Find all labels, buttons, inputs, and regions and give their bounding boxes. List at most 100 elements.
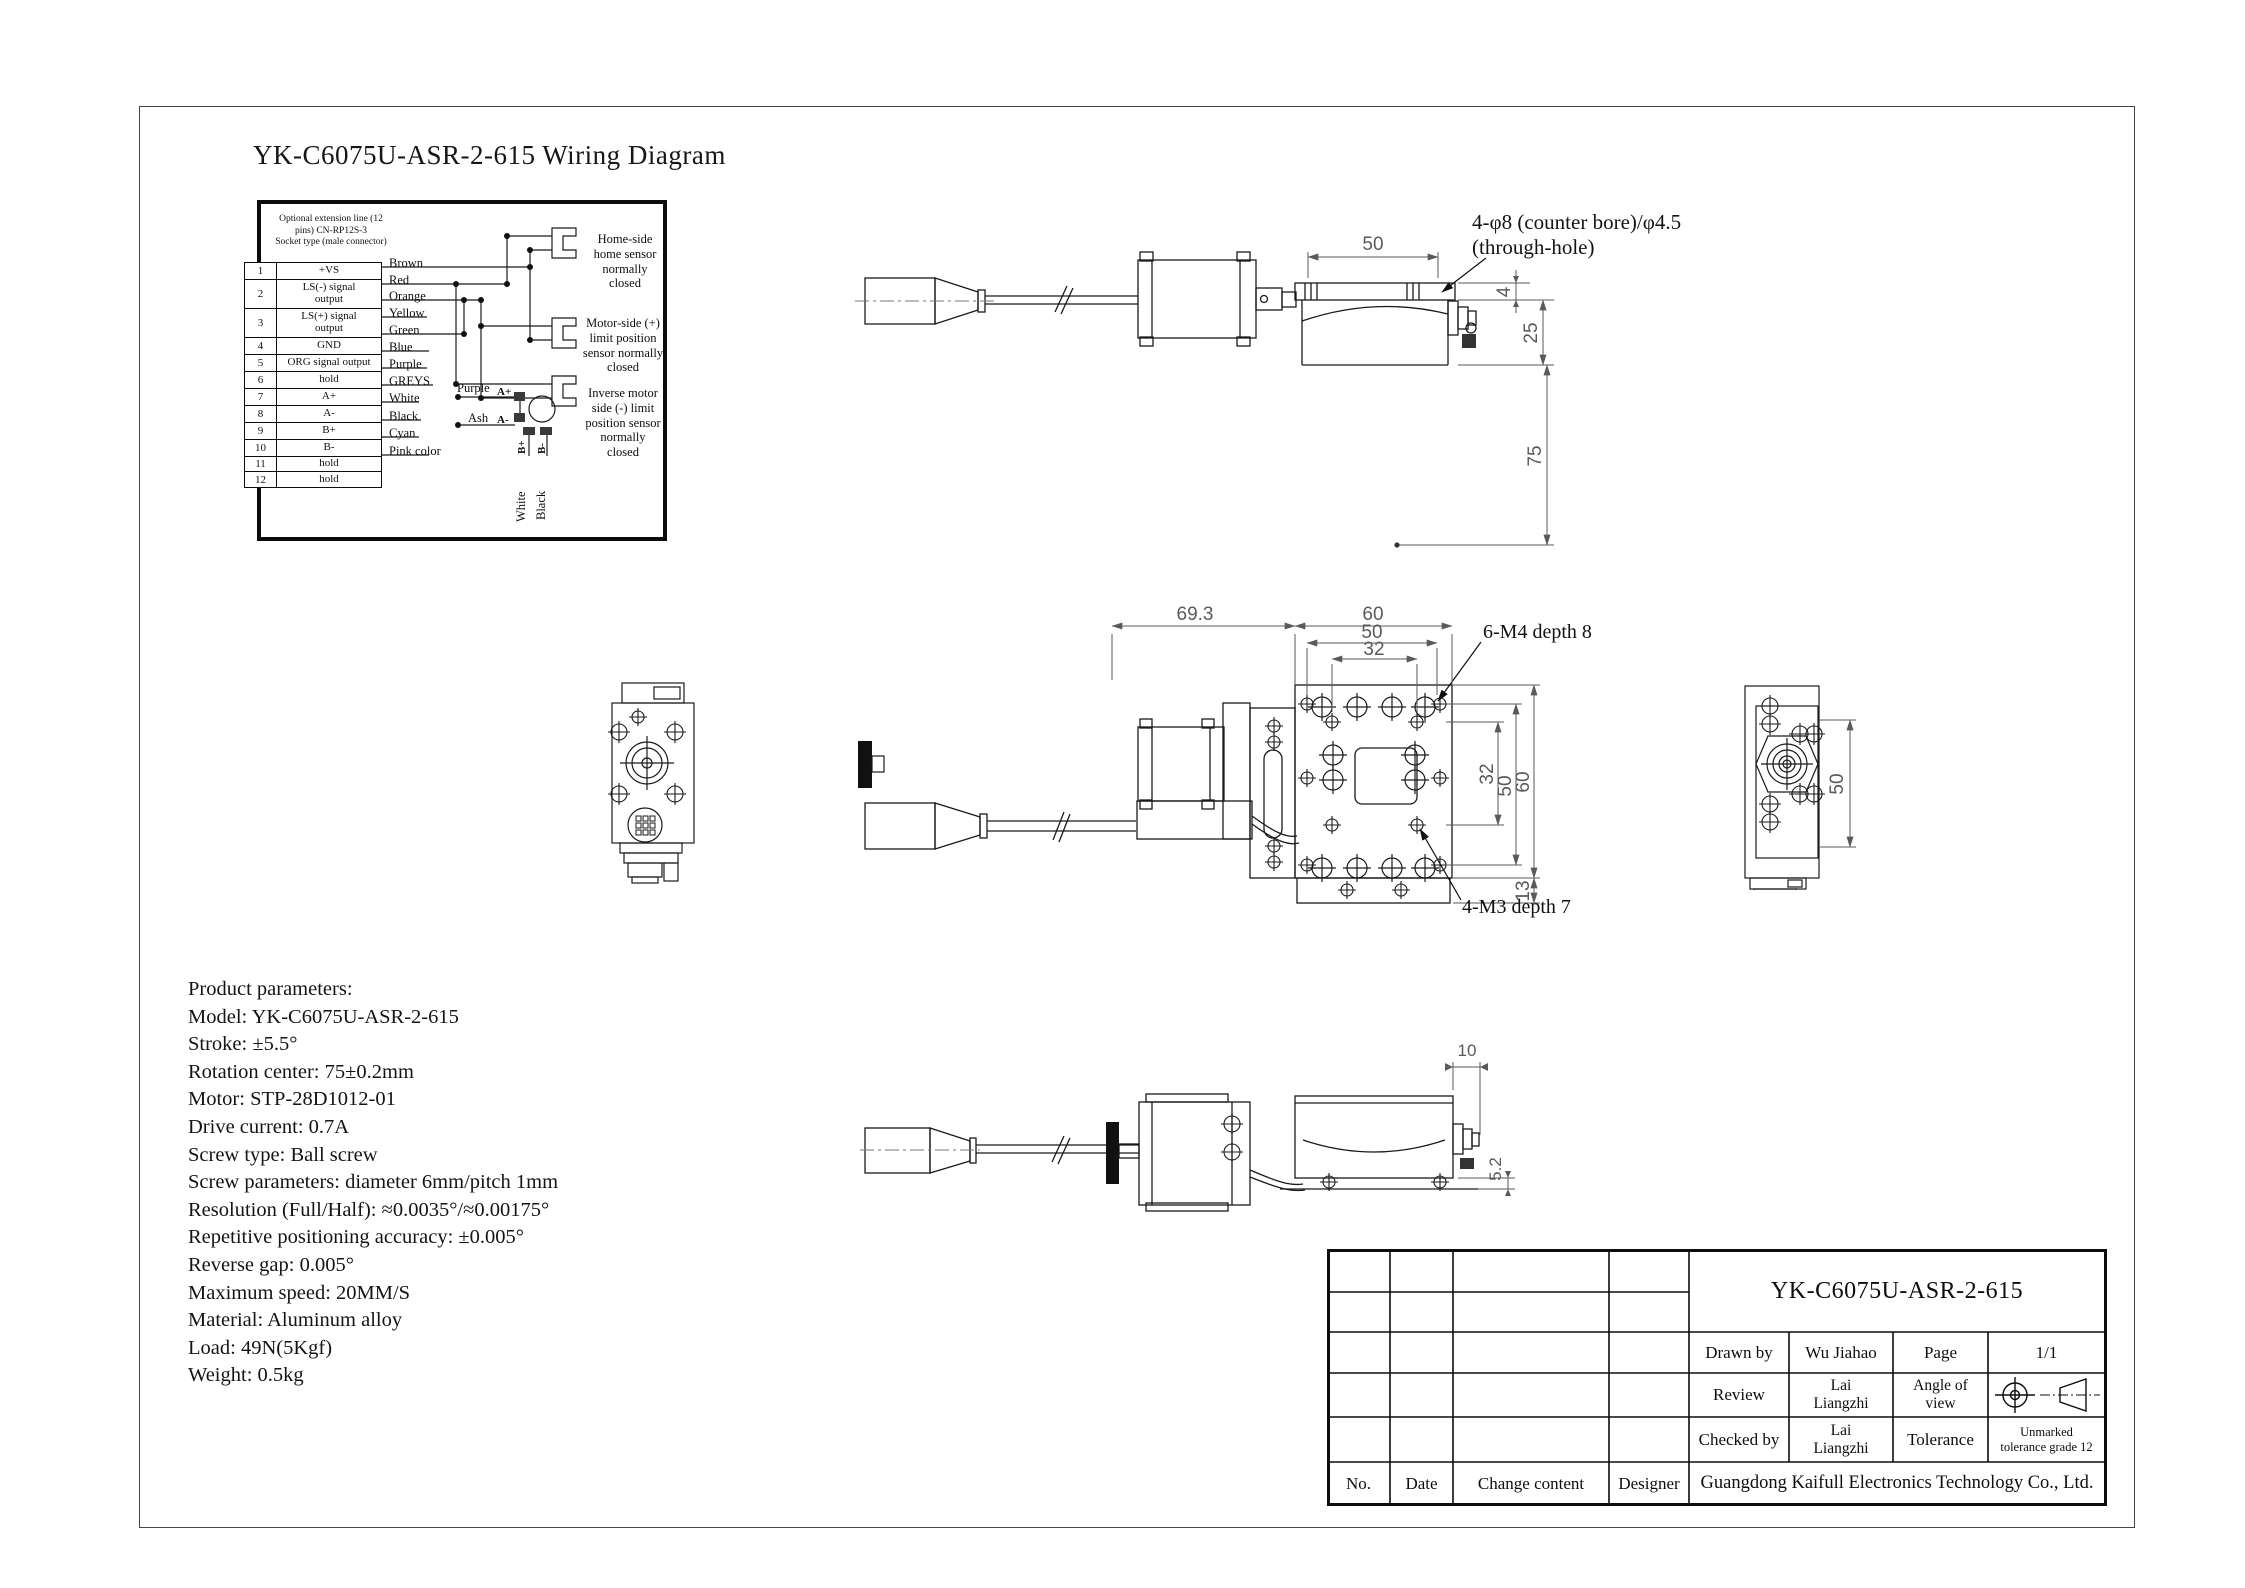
parameter-line: Weight: 0.5kg	[188, 1364, 304, 1387]
wire-color-label: Orange	[389, 289, 426, 303]
wire-color-label: GREYS	[389, 374, 430, 388]
sensor-motor-side-description: Motor-side (+) limit position sensor nor…	[582, 316, 664, 375]
right-end-view-drawing: 50	[1744, 685, 1856, 890]
review-label: Review	[1713, 1385, 1765, 1405]
dim-bottom-5-2: 5.2	[1486, 1157, 1505, 1181]
label-m3-holes: 4-M3 depth 7	[1462, 896, 1571, 918]
dim-front-60: 60	[1362, 604, 1383, 625]
tolerance-value: Unmarked tolerance grade 12	[2000, 1425, 2093, 1454]
table-row: 1+VS	[245, 263, 381, 280]
title-block: YK-C6075U-ASR-2-615 Drawn by Wu Jiahao P…	[1327, 1249, 2107, 1506]
parameter-line: Maximum speed: 20MM/S	[188, 1281, 411, 1304]
lead-b-plus-color: White	[514, 491, 528, 522]
projection-symbol-cell	[1988, 1373, 2105, 1417]
wire-color-label: Green	[389, 323, 420, 337]
wire-color-label: Yellow	[389, 306, 425, 320]
dim-right-end-height: 50	[1827, 773, 1848, 794]
drawing-number: YK-C6075U-ASR-2-615	[1770, 1277, 2024, 1304]
parameter-line: Motor: STP-28D1012-01	[188, 1088, 396, 1111]
wire-color-label: Cyan	[389, 426, 416, 440]
product-parameters: Product parameters: Model: YK-C6075U-ASR…	[188, 976, 558, 1390]
change-content-label: Change content	[1477, 1474, 1585, 1494]
angle-of-view-label: Angle of view	[1913, 1377, 1968, 1412]
dim-front-13: 13	[1513, 880, 1534, 901]
dim-side-center: 75	[1525, 445, 1546, 466]
dim-front-50: 50	[1361, 622, 1382, 643]
dim-side-body: 25	[1521, 322, 1542, 343]
sensor-home-description: Home-side home sensor normally closed	[593, 232, 657, 291]
no-label: No.	[1345, 1474, 1372, 1494]
lead-b-minus: B-	[536, 443, 548, 454]
dim-front-32: 32	[1363, 639, 1384, 660]
page-label: Page	[1923, 1342, 1958, 1362]
wire-color-label: Blue	[389, 340, 413, 354]
wire-color-label: Brown	[389, 256, 424, 270]
parameter-line: Reverse gap: 0.005°	[188, 1253, 354, 1276]
page-border	[139, 106, 2135, 1528]
sensor-inverse-side-description: Inverse motor side (-) limit position se…	[585, 386, 661, 459]
motor-lead-labels: Purple A+ Ash A- B+ White B- Black	[457, 381, 548, 522]
parameter-line: Repetitive positioning accuracy: ±0.005°	[188, 1226, 524, 1249]
drawn-by-value: Wu Jiahao	[1805, 1342, 1877, 1362]
lead-a-plus: A+	[497, 386, 511, 398]
designer-label: Designer	[1618, 1474, 1680, 1494]
dim-bottom-10: 10	[1458, 1041, 1477, 1060]
parameter-line: Screw type: Ball screw	[188, 1143, 378, 1166]
parameter-line: Drive current: 0.7A	[188, 1115, 350, 1138]
parameter-line: Model: YK-C6075U-ASR-2-615	[188, 1005, 459, 1028]
date-label: Date	[1405, 1474, 1438, 1494]
wire-color-label: Black	[389, 409, 419, 423]
dim-side-width: 50	[1362, 234, 1383, 255]
parameter-line: Material: Aluminum alloy	[188, 1309, 403, 1332]
third-angle-projection-icon	[1995, 1377, 2100, 1413]
front-view-drawing: 69.3 60 50 32 32 50 60 13 6-M4 depth 8 4…	[858, 604, 1592, 918]
wire-color-label: Red	[389, 273, 410, 287]
drawn-by-label: Drawn by	[1705, 1342, 1773, 1362]
dim-front-right-32: 32	[1477, 763, 1498, 784]
dim-front-right-60: 60	[1513, 771, 1534, 792]
checked-by-label: Checked by	[1698, 1429, 1780, 1449]
junction-dots	[453, 233, 533, 428]
counter-bore-note: 4-φ8 (counter bore)/φ4.5 (through-hole)	[1472, 210, 1682, 260]
bottom-view-drawing: 10 5.2	[860, 1041, 1515, 1212]
wiring-diagram-panel: Purple A+ Ash A- B+ White B- Black Optio…	[244, 200, 667, 541]
dim-front-overall: 69.3	[1177, 604, 1214, 625]
checked-by-value: Lai Liangzhi	[1813, 1421, 1869, 1457]
company-name: Guangdong Kaifull Electronics Technology…	[1700, 1473, 2094, 1494]
wire-color-label: Pink color	[389, 444, 441, 458]
parameter-line: Product parameters:	[188, 978, 353, 1000]
lead-a-minus: A-	[497, 414, 509, 426]
title-block-grid	[1327, 1249, 2107, 1506]
parameter-line: Load: 49N(5Kgf)	[188, 1336, 333, 1359]
review-value: Lai Liangzhi	[1813, 1377, 1869, 1412]
parameter-line: Resolution (Full/Half): ≈0.0035°/≈0.0017…	[188, 1198, 550, 1221]
lead-a-plus-color: Purple	[457, 381, 490, 395]
label-m4-holes: 6-M4 depth 8	[1483, 621, 1592, 643]
page-title: YK-C6075U-ASR-2-615 Wiring Diagram	[253, 140, 726, 170]
dim-front-right-50: 50	[1495, 775, 1516, 796]
connector-note: Optional extension line (12 pins) CN-RP1…	[275, 214, 387, 248]
lead-a-minus-color: Ash	[468, 411, 489, 425]
parameter-line: Screw parameters: diameter 6mm/pitch 1mm	[188, 1171, 559, 1194]
parameter-line: Stroke: ±5.5°	[188, 1033, 298, 1056]
wiring-lines-drawing: Purple A+ Ash A- B+ White B- Black	[382, 227, 577, 522]
dim-side-plate: 4	[1494, 286, 1515, 297]
left-end-view-drawing	[607, 682, 695, 884]
tolerance-label: Tolerance	[1907, 1429, 1974, 1449]
page-value: 1/1	[2035, 1342, 2058, 1362]
wire-color-label: Purple	[389, 357, 422, 371]
lead-b-plus: B+	[516, 440, 528, 454]
